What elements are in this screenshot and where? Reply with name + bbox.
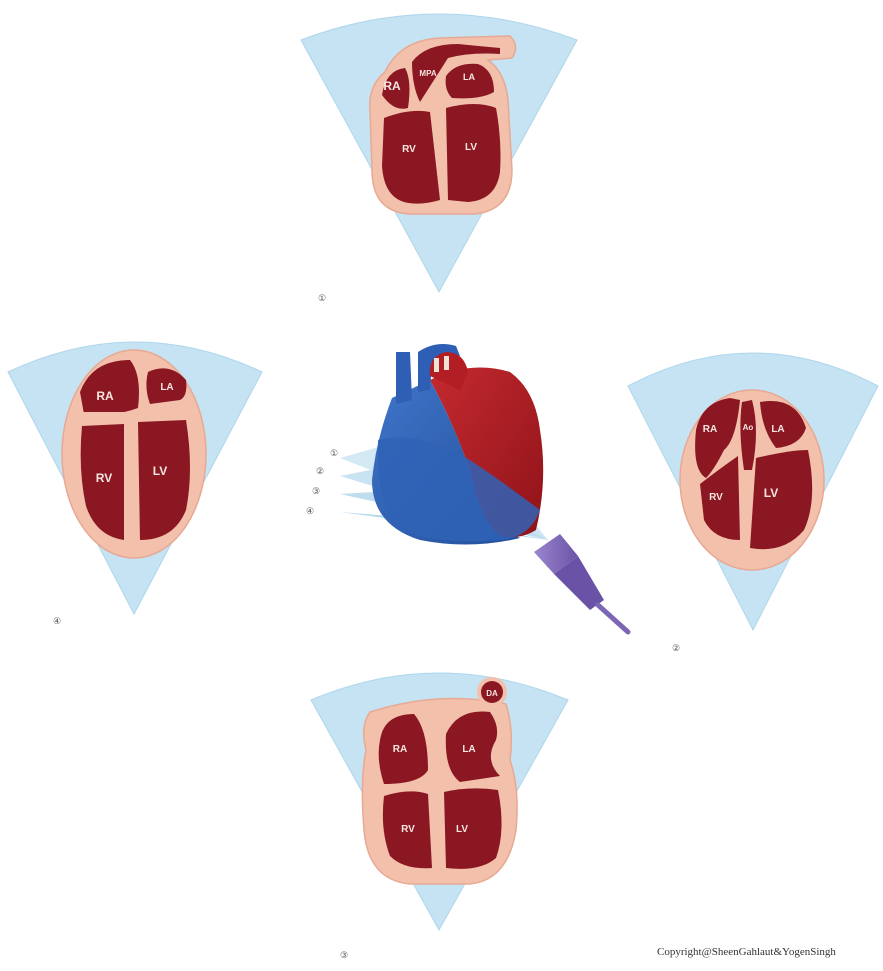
superior-vena-cava (396, 352, 412, 404)
view-1-label-la: LA (463, 72, 475, 82)
view-4-valve-plane (72, 412, 196, 418)
view-2-number: ② (672, 643, 680, 653)
view-4-label-lv: LV (153, 464, 167, 478)
view-3-panel: RA LA RV LV DA ③ (311, 673, 568, 960)
view-4-panel: RA LA RV LV ④ (8, 342, 262, 626)
view-3-lv-chamber (444, 788, 502, 868)
view-1-rv-chamber (382, 111, 440, 204)
view-1-label-lv: LV (465, 142, 477, 153)
view-3-number: ③ (340, 950, 348, 960)
center-heart-illustration: ① ② ③ ④ (306, 344, 628, 632)
view-4-number: ④ (53, 616, 61, 626)
copyright-notice: Copyright@SheenGahlaut&YogenSingh (657, 946, 836, 958)
view-1-label-mpa: MPA (419, 69, 436, 78)
probe-cable (598, 605, 628, 632)
probe-plane-3-number: ③ (312, 486, 320, 496)
probe-plane-2-number: ② (316, 466, 324, 476)
view-2-label-lv: LV (764, 486, 778, 500)
view-3-label-ra: RA (393, 744, 407, 755)
view-1-panel: RA MPA LA RV LV ① (301, 14, 577, 303)
view-1-label-ra: RA (383, 79, 401, 93)
view-2-label-la: LA (771, 424, 784, 435)
probe-plane-1-number: ① (330, 448, 338, 458)
probe-plane-4-number: ④ (306, 506, 314, 516)
ultrasound-probe (534, 534, 628, 632)
view-2-panel: RA Ao LA RV LV ② (628, 353, 878, 653)
view-2-ao-chamber (740, 400, 756, 470)
view-2-label-ra: RA (703, 424, 717, 435)
view-2-label-rv: RV (709, 492, 723, 503)
view-3-label-da: DA (486, 689, 498, 698)
view-3-label-rv: RV (401, 824, 415, 835)
view-1-number: ① (318, 293, 326, 303)
aortic-branch-1 (434, 358, 439, 372)
view-3-label-la: LA (462, 744, 475, 755)
view-4-label-la: LA (160, 382, 173, 393)
view-4-label-ra: RA (96, 389, 114, 403)
view-2-label-ao: Ao (743, 423, 754, 432)
aortic-branch-2 (444, 356, 449, 370)
view-1-lv-chamber (446, 104, 501, 202)
view-4-label-rv: RV (96, 471, 112, 485)
view-3-label-lv: LV (456, 824, 468, 835)
view-1-label-rv: RV (402, 144, 416, 155)
